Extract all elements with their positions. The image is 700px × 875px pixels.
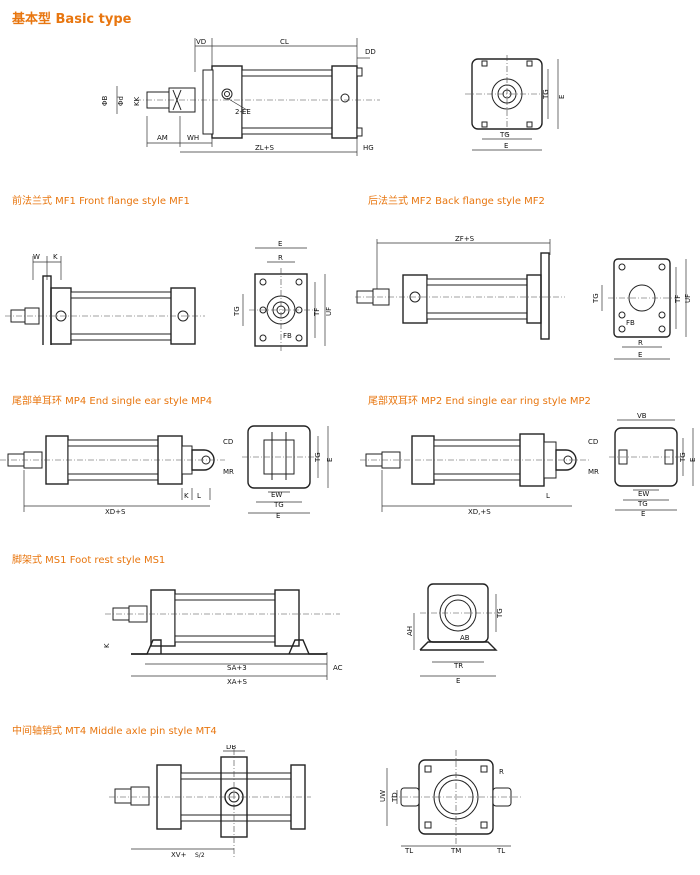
dim-tg-mp2-h: TG xyxy=(637,500,648,508)
mp2-side-view: CD MR L XD,+S xyxy=(360,433,599,516)
mt4-side-view: DB XV+ S/2 xyxy=(109,745,311,859)
dim-k-ms1: K xyxy=(103,643,111,648)
dim-cd-mp2: CD xyxy=(588,438,598,446)
dim-k-mf1: K xyxy=(53,253,58,261)
dim-tl-mt4-left: TL xyxy=(404,847,413,855)
dim-cl: CL xyxy=(280,38,289,46)
dim-fb-mf1: FB xyxy=(283,332,292,340)
dim-tr-ms1: TR xyxy=(453,662,463,670)
dim-tg-mf2: TG xyxy=(592,293,600,304)
dim-zfs-mf2: ZF+S xyxy=(455,235,475,243)
section-title-mp4: 尾部单耳环 MP4 End single ear style MP4 xyxy=(12,396,213,407)
dim-fb-mf2: FB xyxy=(626,319,635,327)
dim-mr-mp4: MR xyxy=(223,468,234,476)
basic-side-view: VD CL DD 2-EE ΦB Φd KK AM WH ZL+S HG xyxy=(101,38,380,156)
dim-od: Φd xyxy=(117,96,125,106)
dim-zls: ZL+S xyxy=(255,144,275,152)
dim-e-mf1-top: E xyxy=(278,240,282,248)
section-title-mt4: 中间轴销式 MT4 Middle axle pin style MT4 xyxy=(12,726,217,737)
ms1-side-view: K SA+3 XA+S AC xyxy=(103,589,343,686)
dim-td-mt4: TD xyxy=(391,792,399,803)
dim-e-mp4-v: E xyxy=(326,458,334,462)
dim-ac-ms1: AC xyxy=(333,664,343,672)
dim-tf-mf2: TF xyxy=(674,295,682,304)
dim-e-basic-h: E xyxy=(504,142,508,150)
dim-ab-ms1: AB xyxy=(460,634,470,642)
dim-tf-mf1: TF xyxy=(313,308,321,317)
dim-l-mp2: L xyxy=(546,492,550,500)
dim-tl-mt4-right: TL xyxy=(496,847,505,855)
dim-uf-mf2: UF xyxy=(684,294,692,303)
dim-tg-basic-h: TG xyxy=(499,131,510,139)
mp2-end-view: VB TG E EW TG E xyxy=(609,412,697,518)
dim-tg-basic-v: TG xyxy=(542,89,550,100)
dim-xa-ms1: XA+S xyxy=(227,678,247,686)
dim-tg-mp2-v: TG xyxy=(679,452,687,463)
dim-hg: HG xyxy=(363,144,374,152)
dim-tg-ms1: TG xyxy=(496,608,504,619)
dim-tg-mf1: TG xyxy=(233,306,241,317)
dim-db-mt4: DB xyxy=(226,745,236,751)
dim-ob: ΦB xyxy=(101,95,109,106)
basic-end-view: TG E TG E xyxy=(465,55,566,151)
dim-tm-mt4: TM xyxy=(450,847,461,855)
dim-l-mp4: L xyxy=(197,492,201,500)
dim-ah-ms1: AH xyxy=(406,626,414,636)
dim-xd2-mp2: XD,+S xyxy=(468,508,491,516)
dim-dd: DD xyxy=(365,48,376,56)
dim-wh: WH xyxy=(187,134,199,142)
dim-e-mp4-h: E xyxy=(276,512,280,520)
mt4-end-view: UW TD R TL TM TL xyxy=(379,750,521,855)
dim-ew-mp4: EW xyxy=(271,491,282,499)
dim-vd: VD xyxy=(196,38,206,46)
mf2-side-view: ZF+S xyxy=(355,235,565,340)
dim-e-mp2-v: E xyxy=(689,458,697,462)
section-title-mf1: 前法兰式 MF1 Front flange style MF1 xyxy=(12,196,190,207)
dim-r-mt4: R xyxy=(499,768,504,776)
dim-uw-mt4: UW xyxy=(379,790,387,802)
section-title-mf2: 后法兰式 MF2 Back flange style MF2 xyxy=(368,196,545,207)
dim-e-ms1: E xyxy=(456,677,460,685)
dim-cd-mp4: CD xyxy=(223,438,233,446)
dim-k-mp4: K xyxy=(184,492,189,500)
dim-r-mf1: R xyxy=(278,254,283,262)
dim-ew-mp2: EW xyxy=(638,490,649,498)
dim-r-mf2: R xyxy=(638,339,643,347)
mf1-end-view: E R TG TF UF FB xyxy=(233,240,333,352)
dim-am: AM xyxy=(157,134,168,142)
mp4-end-view: TG E EW TG E xyxy=(242,425,334,520)
dim-xv-frac-mt4: S/2 xyxy=(195,852,205,859)
dim-tg-mp4-h: TG xyxy=(273,501,284,509)
dim-mr-mp2: MR xyxy=(588,468,599,476)
dim-e-mp2-h: E xyxy=(641,510,645,518)
section-title-basic: 基本型 Basic type xyxy=(12,12,132,27)
section-title-mp2: 尾部双耳环 MP2 End single ear ring style MP2 xyxy=(368,396,591,407)
dim-kk: KK xyxy=(133,96,141,106)
dim-xv-mt4: XV+ xyxy=(171,851,187,859)
dim-sa-ms1: SA+3 xyxy=(227,664,247,672)
section-title-ms1: 脚架式 MS1 Foot rest style MS1 xyxy=(12,555,166,566)
mf2-end-view: TG TF UF FB R E xyxy=(592,258,692,360)
dim-e-mf2: E xyxy=(638,351,642,359)
dim-vb-mp2: VB xyxy=(637,412,647,420)
mf1-side-view: W K xyxy=(5,253,205,345)
dim-2ee: 2-EE xyxy=(235,108,251,116)
dim-e-basic-v: E xyxy=(558,95,566,99)
dim-tg-mp4-v: TG xyxy=(314,452,322,463)
dim-uf-mf1: UF xyxy=(325,307,333,316)
mp4-side-view: CD MR K L XD+S xyxy=(0,435,234,516)
dim-xds-mp4: XD+S xyxy=(105,508,126,516)
ms1-end-view: AH TG AB TR E xyxy=(406,583,504,685)
dim-w-mf1: W xyxy=(33,253,40,261)
